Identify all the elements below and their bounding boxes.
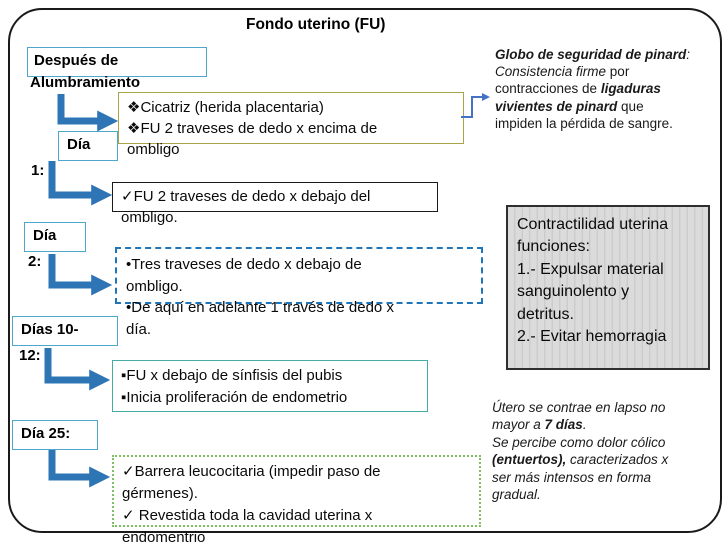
label-dias10-12-box (12, 316, 118, 346)
label-dia2-line2: 2: (28, 253, 42, 270)
label-dia25-box (12, 420, 98, 450)
label-dia1-line2: 1: (31, 162, 45, 179)
note-globo-seguridad: Globo de seguridad de pinard:Consistenci… (495, 47, 691, 131)
box-alumbramiento: ❖Cicatriz (herida placentaria)❖FU 2 trav… (118, 92, 464, 158)
label-dias10-12-line1: Días 10- (21, 321, 79, 338)
label-dia2-box (24, 222, 86, 252)
label-despues-box (27, 47, 207, 77)
label-dia2-line1: Día (33, 227, 57, 244)
slide-title: Fondo uterino (FU) (246, 16, 386, 33)
label-dia1-box (58, 131, 118, 161)
slide-frame (8, 8, 722, 533)
label-dias10-12-line2: 12: (19, 347, 41, 364)
label-dia1-line1: Día (67, 136, 91, 153)
label-despues-line2: Alumbramiento (30, 74, 141, 91)
label-despues-line1: Después de (34, 52, 119, 69)
box-dias10-12: ▪FU x debajo de sínfisis del pubis▪Inici… (112, 360, 428, 412)
label-dia25-line1: Día 25: (21, 425, 71, 442)
